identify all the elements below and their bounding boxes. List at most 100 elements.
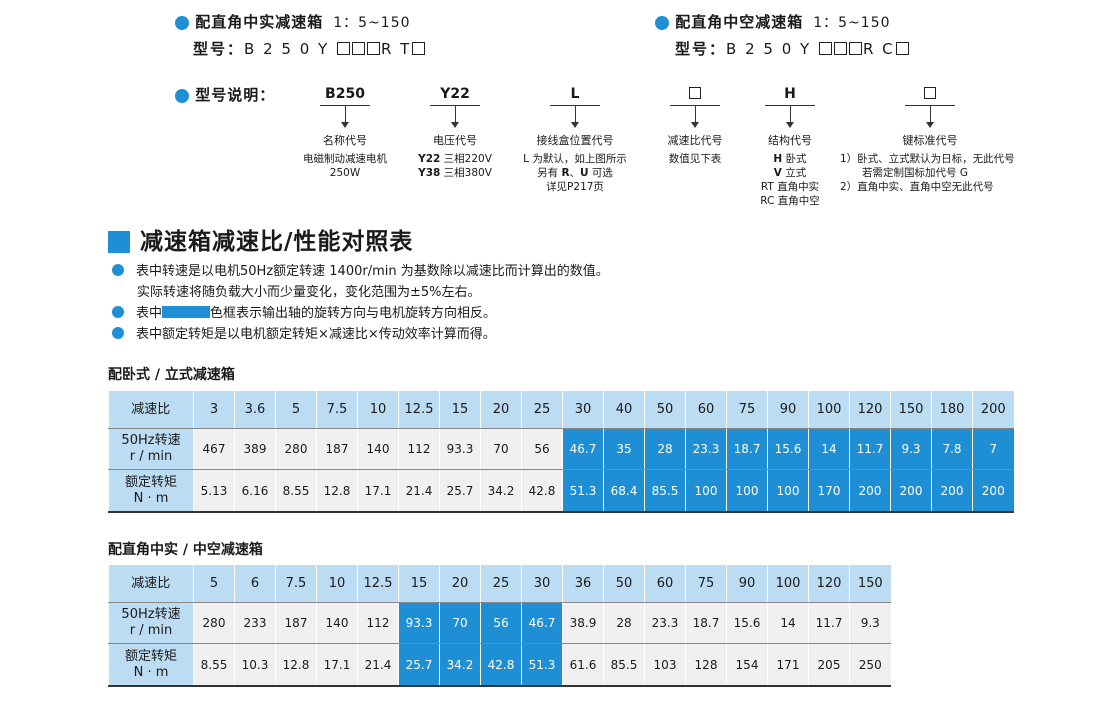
- ratio-cell: 5: [275, 391, 317, 429]
- code-desc-line: Y22 三相220V: [405, 152, 505, 166]
- arrow-down-icon: [690, 106, 699, 128]
- ratio-cell: 180: [931, 391, 973, 429]
- ratio-cell: 12.5: [357, 565, 399, 603]
- code-name: 名称代号: [323, 134, 367, 147]
- torque-cell: 61.6: [562, 643, 604, 687]
- hollow-model-line: 型号：B 2 5 0 Y R C: [675, 38, 910, 59]
- bullet-icon: [175, 15, 189, 30]
- speed-cell: 140: [316, 602, 358, 644]
- placeholder-box-icon: [833, 42, 847, 55]
- table2-title: 配直角中实 / 中空减速箱: [108, 542, 263, 558]
- speed-cell: 280: [275, 428, 317, 470]
- speed-cell: 280: [193, 602, 235, 644]
- ratio-cell: 150: [849, 565, 891, 603]
- code-desc-line: 2）直角中实、直角中空无此代号: [840, 181, 994, 193]
- ratio-cell: 20: [480, 391, 522, 429]
- code-desc-line: 电磁制动减速电机: [303, 153, 387, 165]
- ratio-cell: 100: [767, 565, 809, 603]
- code-desc-text: 可选: [588, 167, 613, 179]
- speed-cell: 93.3: [439, 428, 481, 470]
- code-desc-text: 三相380V: [443, 167, 492, 179]
- torque-cell: 205: [808, 643, 850, 687]
- ratio-cell: 30: [562, 391, 604, 429]
- code-desc-bold: H: [773, 153, 783, 165]
- note-text: 表中: [136, 306, 163, 321]
- row-label-line: r / min: [129, 449, 173, 464]
- code-underline: [320, 105, 370, 106]
- speed-cell: 14: [767, 602, 809, 644]
- ratio-cell: 36: [562, 565, 604, 603]
- arrow-down-icon: [570, 106, 579, 128]
- ratio-cell: 7.5: [316, 391, 358, 429]
- speed-cell: 112: [398, 428, 440, 470]
- speed-cell: 112: [357, 602, 399, 644]
- code-underline: [670, 105, 720, 106]
- code-desc: Y22 三相220V Y38 三相380V: [405, 152, 505, 180]
- bullet-icon: [112, 306, 124, 318]
- code-underline: [765, 105, 815, 106]
- bullet-icon: [175, 88, 189, 103]
- speed-cell: 9.3: [849, 602, 891, 644]
- model-label: 型号：: [675, 40, 727, 58]
- code-underline: [905, 105, 955, 106]
- speed-cell: 70: [439, 602, 481, 644]
- code-desc-line: 250W: [329, 167, 361, 179]
- torque-cell: 200: [890, 469, 932, 513]
- row-label-line: N · m: [133, 664, 169, 680]
- torque-cell: 6.16: [234, 469, 276, 513]
- speed-cell: 187: [316, 428, 358, 470]
- arrow-down-icon: [925, 106, 934, 128]
- torque-cell: 128: [685, 643, 727, 687]
- speed-cell: 9.3: [890, 428, 932, 470]
- row-label-line: 额定转矩: [124, 474, 177, 490]
- ratio-cell: 75: [726, 391, 768, 429]
- placeholder-box-icon: [336, 42, 350, 55]
- ratio-cell: 5: [193, 565, 235, 603]
- speed-cell: 23.3: [644, 602, 686, 644]
- row-label: 减速比: [108, 565, 194, 603]
- speed-cell: 14: [808, 428, 850, 470]
- code-desc-line: 若需定制国标加代号 G: [862, 167, 968, 179]
- code-desc-bold: U: [580, 167, 589, 179]
- ratio-cell: 20: [439, 565, 481, 603]
- torque-cell: 100: [726, 469, 768, 513]
- code-desc: H 卧式 V 立式 RT 直角中实 RC 直角中空: [745, 152, 835, 208]
- ratio-cell: 90: [726, 565, 768, 603]
- torque-cell: 51.3: [521, 643, 563, 687]
- torque-cell: 51.3: [562, 469, 604, 513]
- blue-swatch-icon: [162, 306, 211, 318]
- ratio-cell: 90: [767, 391, 809, 429]
- code-desc-line: 另有 R、U 可选: [510, 166, 640, 180]
- torque-cell: 100: [685, 469, 727, 513]
- speed-cell: 7: [972, 428, 1014, 470]
- speed-cell: 18.7: [685, 602, 727, 644]
- row-label-line: 50Hz转速: [121, 607, 181, 622]
- code-desc-text: 、: [569, 167, 581, 179]
- placeholder-box-icon: [848, 42, 862, 55]
- torque-cell: 8.55: [275, 469, 317, 513]
- torque-cell: 250: [849, 643, 891, 687]
- torque-cell: 85.5: [644, 469, 686, 513]
- ratio-cell: 50: [644, 391, 686, 429]
- note-text: 表中额定转矩是以电机额定转矩×减速比×传动效率计算而得。: [136, 327, 496, 342]
- code-title: Y22: [440, 86, 470, 102]
- speed-cell: 18.7: [726, 428, 768, 470]
- ratio-cell: 30: [521, 565, 563, 603]
- model-suffix: R C: [862, 40, 895, 58]
- torque-cell: 85.5: [603, 643, 645, 687]
- speed-cell: 467: [193, 428, 235, 470]
- torque-cell: 10.3: [234, 643, 276, 687]
- torque-cell: 200: [849, 469, 891, 513]
- code-desc-line: 数值见下表: [668, 153, 722, 165]
- ratio-cell: 100: [808, 391, 850, 429]
- placeholder-box-icon: [351, 42, 365, 55]
- row-label-line: 50Hz转速: [121, 433, 181, 448]
